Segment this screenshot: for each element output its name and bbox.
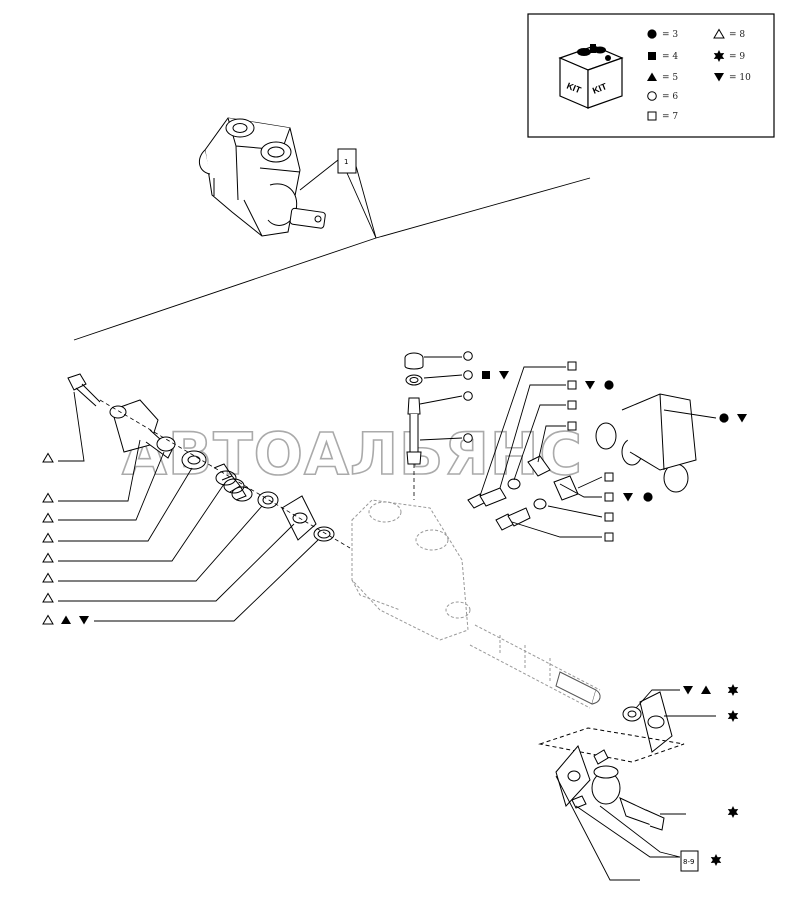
left-symbol-labels: [42, 453, 89, 625]
kit-box-icon: KIT KIT: [558, 44, 624, 109]
legend-value-8: = 8: [729, 30, 745, 40]
legend-value-3: = 3: [662, 30, 678, 40]
ref-box-8-9: [680, 850, 699, 872]
leader-lines-right: [419, 356, 717, 881]
valve-body-drawing: [351, 499, 601, 709]
kit-legend: KIT KIT = 3 = 4 = 5 = 6 = 7 = 8 = 9 = 10: [527, 13, 775, 138]
legend-value-10: = 10: [729, 73, 751, 83]
legend-value-5: = 5: [662, 73, 678, 83]
right-small-parts: [467, 393, 697, 531]
top-center-parts: [404, 352, 424, 465]
legend-value-6: = 6: [662, 92, 678, 102]
legend-value-9: = 9: [729, 52, 745, 62]
bottom-right-parts: [538, 691, 685, 831]
legend-value-4: = 4: [662, 52, 678, 62]
spool-drawing: [555, 671, 601, 705]
legend-value-7: = 7: [662, 112, 678, 122]
assembled-valve-drawing: [198, 117, 326, 237]
left-exploded-parts: [67, 373, 335, 542]
ref-box-8-9-label: 8-9: [683, 858, 694, 866]
bottom-symbol-labels: [683, 684, 739, 866]
ref-box-1-label: 1: [344, 158, 348, 166]
leader-lines-left: [58, 391, 319, 622]
leader-lines-top: [73, 159, 591, 341]
